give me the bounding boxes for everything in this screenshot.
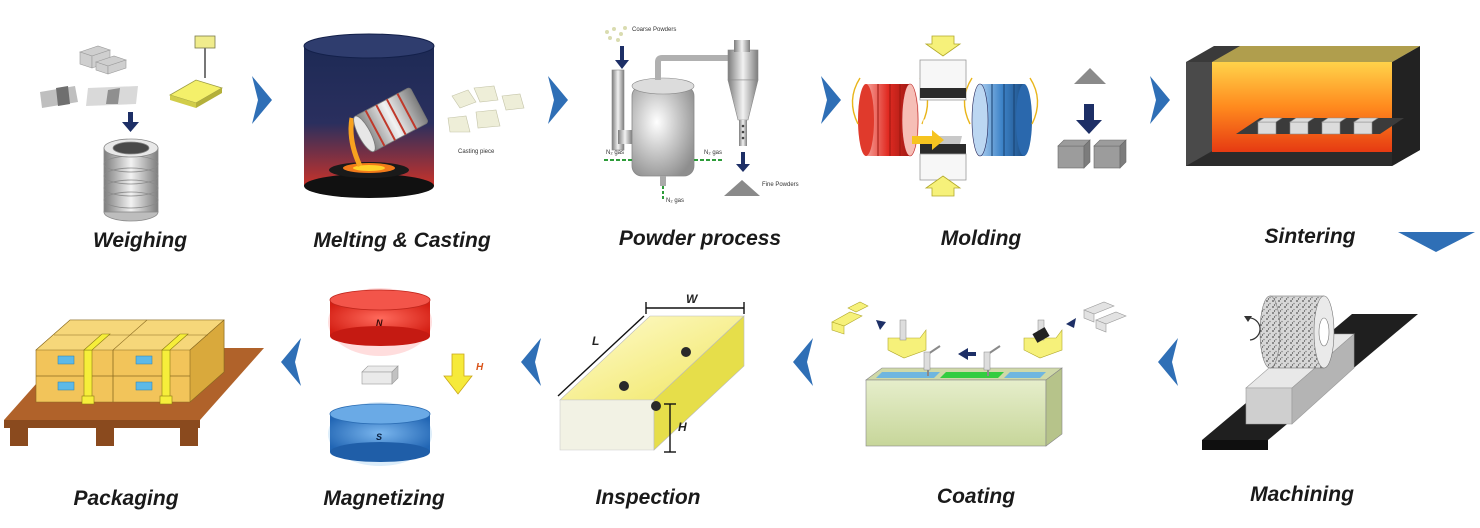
flow-arrow-5 (1398, 232, 1475, 252)
inspection-illustration (557, 302, 745, 453)
step-coating-label: Coating (936, 485, 1016, 508)
molding-field-h-label: H (922, 118, 930, 130)
flow-arrow-9 (281, 338, 301, 386)
step-molding-label: Molding (940, 227, 1022, 250)
coarse-powders-caption: Coarse Powders (632, 27, 677, 33)
coating-illustration (831, 301, 1127, 447)
weighing-illustration (40, 35, 223, 222)
casting-piece-caption: Casting piece (458, 149, 495, 155)
dimension-h-label: H (678, 420, 687, 434)
flow-arrow-8 (521, 338, 541, 386)
powder-process-illustration (604, 26, 760, 200)
flow-arrow-4 (1150, 76, 1170, 124)
magnetizing-field-h-label: H (476, 362, 484, 373)
sintering-illustration (1186, 46, 1420, 166)
melting-casting-illustration (303, 33, 525, 198)
flow-arrows (252, 76, 1475, 386)
fine-powders-caption: Fine Powders (762, 182, 799, 188)
pole-s-label: S (376, 432, 383, 442)
step-machining-label: Machining (1250, 483, 1354, 506)
dimension-w-label: W (686, 292, 698, 306)
magnetizing-illustration (328, 288, 473, 466)
molding-illustration (851, 35, 1127, 197)
flow-arrow-3 (821, 76, 841, 124)
n2-gas-bottom-caption: N₂ gas (666, 198, 685, 204)
dimension-l-label: L (592, 334, 600, 348)
flow-arrow-7 (793, 338, 813, 386)
pole-n-label: N (376, 318, 383, 328)
flow-arrow-2 (548, 76, 568, 124)
flow-arrow-6 (1158, 338, 1178, 386)
n2-gas-right-caption: N₂ gas (704, 150, 723, 156)
step-powder-process-label: Powder process (618, 227, 782, 250)
packaging-illustration (4, 319, 264, 446)
step-packaging-label: Packaging (73, 487, 179, 510)
flow-arrow-1 (252, 76, 272, 124)
step-inspection-label: Inspection (595, 486, 701, 509)
step-magnetizing-label: Magnetizing (323, 487, 445, 510)
step-sintering-label: Sintering (1264, 225, 1356, 248)
machining-illustration (1202, 295, 1418, 450)
n2-gas-left-caption: N₂ gas (606, 150, 625, 156)
step-weighing-label: Weighing (92, 229, 188, 252)
step-melting-casting-label: Melting & Casting (313, 229, 491, 252)
